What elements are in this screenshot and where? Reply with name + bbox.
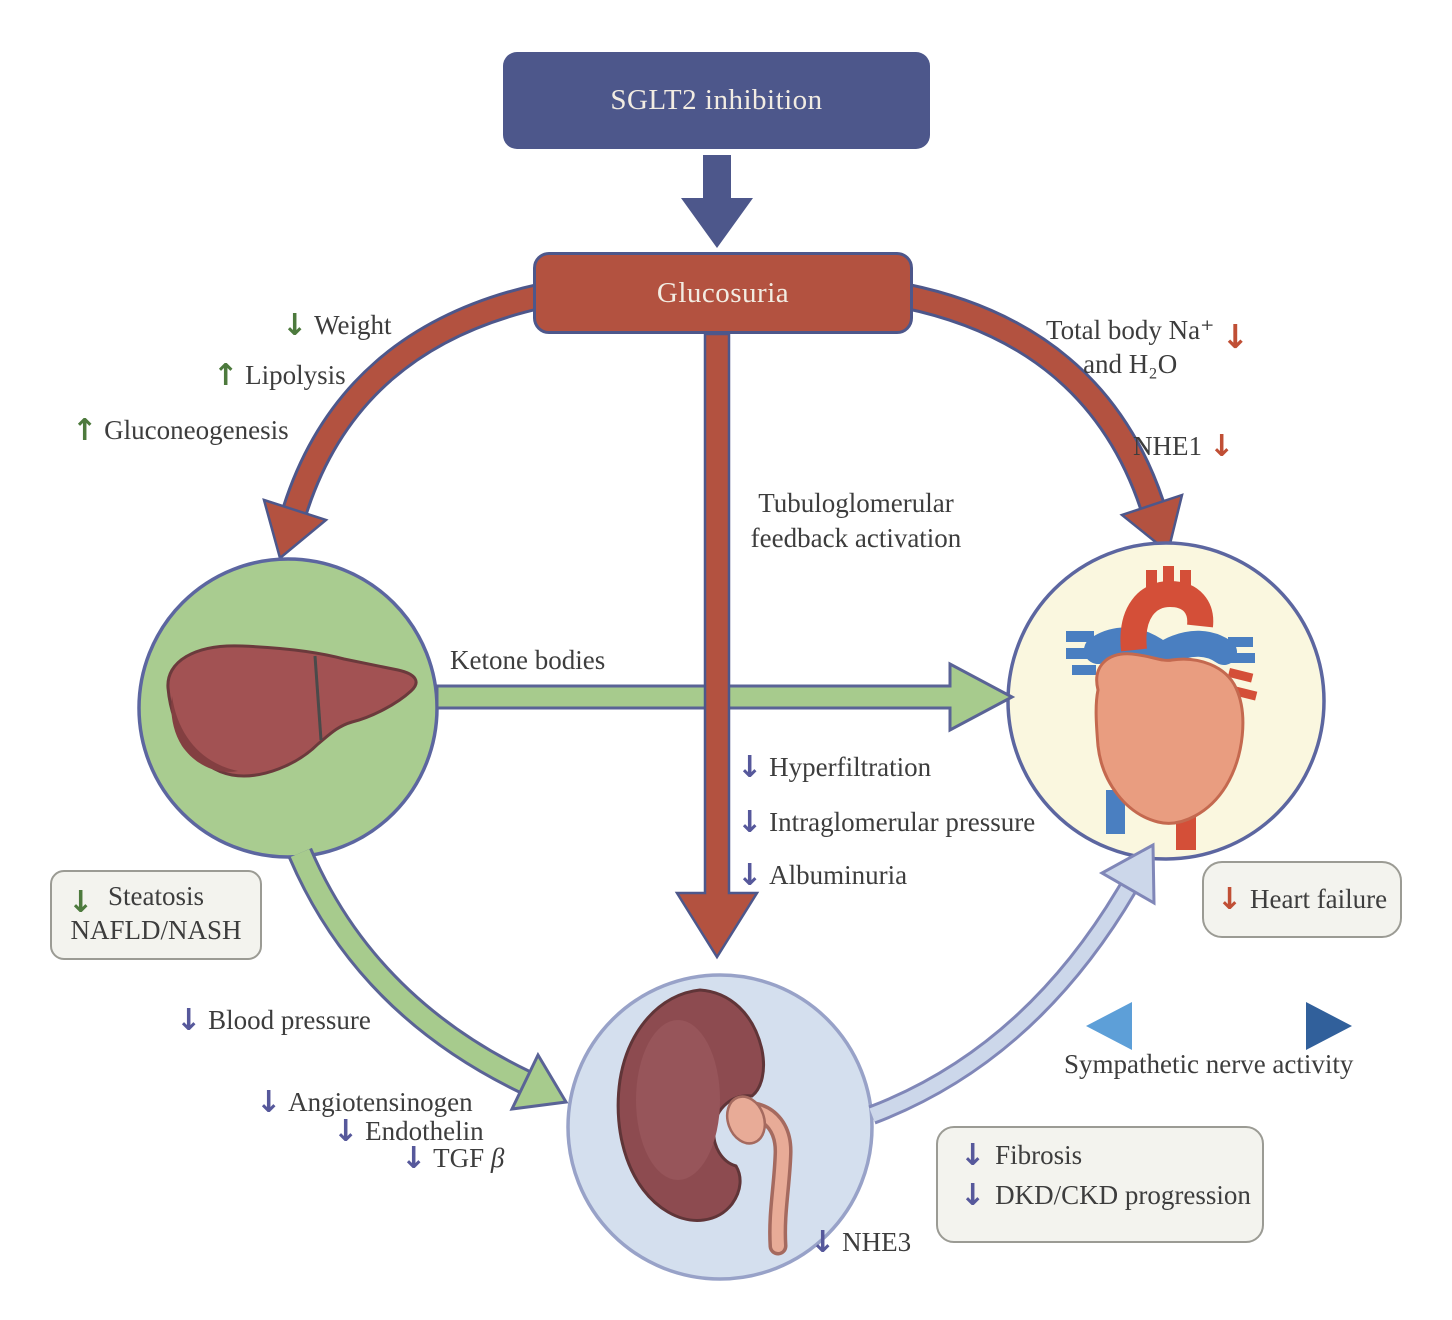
sympathetic-nerve-arrow bbox=[1086, 1002, 1352, 1050]
down-arrow-icon: ↓ bbox=[960, 1177, 986, 1213]
glucosuria-to-heart-arrow bbox=[902, 282, 1184, 555]
fibrosis-text: Fibrosis bbox=[995, 1140, 1083, 1170]
blood-pressure-label: ↓ Blood pressure bbox=[176, 1003, 371, 1038]
nhe3-text: NHE3 bbox=[842, 1227, 912, 1258]
endothelin-label: ↓ Endothelin bbox=[333, 1114, 484, 1149]
steatosis-text: Steatosis NAFLD/NASH bbox=[52, 880, 260, 948]
albuminuria-text: Albuminuria bbox=[769, 860, 908, 891]
glucosuria-box: Glucosuria bbox=[533, 252, 913, 334]
albuminuria-label: ↓ Albuminuria bbox=[737, 858, 908, 893]
tubuloglomerular-feedback-arrow bbox=[674, 332, 760, 960]
sglt2-to-glucosuria-arrow bbox=[681, 155, 753, 248]
intraglomerular-pressure-text: Intraglomerular pressure bbox=[769, 807, 1036, 838]
tubuloglomerular-label: Tubuloglomerular feedback activation bbox=[750, 488, 962, 554]
heart-failure-box: ↓ Heart failure bbox=[1202, 861, 1402, 938]
down-arrow-icon: ↓ bbox=[1209, 429, 1235, 464]
steatosis-line1: Steatosis bbox=[107, 881, 204, 911]
down-arrow-icon: ↓ bbox=[810, 1225, 836, 1260]
down-arrow-icon: ↓ bbox=[176, 1003, 202, 1038]
total-body-sodium-text: Total body Na⁺ and H₂O bbox=[1046, 314, 1214, 382]
total-body-line1: Total body Na⁺ bbox=[1046, 315, 1215, 345]
heart-failure-text: Heart failure bbox=[1249, 884, 1388, 914]
sglt2-inhibition-box: SGLT2 inhibition bbox=[503, 52, 930, 149]
beta-symbol: β bbox=[490, 1143, 505, 1174]
lipolysis-text: Lipolysis bbox=[245, 360, 346, 391]
down-arrow-icon: ↓ bbox=[737, 858, 763, 893]
glucosuria-to-liver-arrow bbox=[262, 282, 544, 561]
nhe1-text: NHE1 bbox=[1133, 431, 1202, 462]
total-body-sodium-label: Total body Na⁺ and H₂O ↓ bbox=[1046, 314, 1249, 382]
down-arrow-icon: ↓ bbox=[1221, 317, 1249, 356]
kidney-to-heart-arrow bbox=[868, 842, 1156, 1125]
kidney-icon bbox=[616, 988, 793, 1256]
sympathetic-nerve-text: Sympathetic nerve activity bbox=[1064, 1049, 1354, 1079]
down-arrow-icon: ↓ bbox=[333, 1114, 359, 1149]
endothelin-text: Endothelin bbox=[365, 1116, 484, 1147]
fibrosis-row: ↓ Fibrosis bbox=[960, 1140, 1262, 1171]
ketone-bodies-label: Ketone bodies bbox=[450, 645, 606, 676]
gluconeogenesis-text: Gluconeogenesis bbox=[104, 415, 289, 446]
ketone-bodies-text: Ketone bodies bbox=[450, 645, 606, 675]
down-arrow-icon: ↓ bbox=[1216, 881, 1242, 917]
down-arrow-icon: ↓ bbox=[256, 1085, 282, 1120]
hyperfiltration-label: ↓ Hyperfiltration bbox=[737, 750, 932, 785]
down-arrow-icon: ↓ bbox=[282, 308, 308, 343]
intraglomerular-pressure-label: ↓ Intraglomerular pressure bbox=[737, 805, 1036, 840]
down-arrow-icon: ↓ bbox=[737, 805, 763, 840]
angiotensinogen-label: ↓ Angiotensinogen bbox=[256, 1085, 473, 1120]
liver-to-kidney-arrow bbox=[288, 847, 569, 1111]
gluconeogenesis-label: ↑ Gluconeogenesis bbox=[72, 413, 289, 448]
tgf-beta-text: TGF β bbox=[433, 1143, 505, 1174]
down-arrow-icon: ↓ bbox=[960, 1137, 986, 1173]
down-arrow-icon: ↓ bbox=[737, 750, 763, 785]
glucosuria-label: Glucosuria bbox=[656, 276, 790, 309]
dkd-progression-row: ↓ DKD/CKD progression bbox=[960, 1180, 1262, 1211]
weight-text: Weight bbox=[314, 310, 392, 341]
sympathetic-nerve-label: Sympathetic nerve activity bbox=[1064, 1049, 1354, 1080]
nhe3-label: ↓ NHE3 bbox=[810, 1225, 912, 1260]
steatosis-line2: NAFLD/NASH bbox=[70, 914, 242, 945]
hyperfiltration-text: Hyperfiltration bbox=[769, 752, 932, 783]
dkd-progression-text: DKD/CKD progression bbox=[995, 1180, 1251, 1210]
blood-pressure-text: Blood pressure bbox=[208, 1005, 371, 1036]
nhe1-label: NHE1 ↓ bbox=[1133, 429, 1235, 464]
tgf-text: TGF bbox=[433, 1143, 485, 1174]
liver-icon bbox=[166, 644, 418, 778]
weight-label: ↓ Weight bbox=[282, 308, 392, 343]
down-arrow-icon: ↓ bbox=[68, 885, 94, 920]
down-arrow-icon: ↓ bbox=[401, 1141, 427, 1176]
up-arrow-icon: ↑ bbox=[213, 358, 239, 393]
tgf-beta-label: ↓ TGF β bbox=[401, 1141, 505, 1176]
angiotensinogen-text: Angiotensinogen bbox=[288, 1087, 473, 1118]
total-body-line2: and H₂O bbox=[1083, 348, 1178, 379]
lipolysis-label: ↑ Lipolysis bbox=[213, 358, 346, 393]
heart-icon bbox=[1066, 566, 1258, 850]
sglt2-inhibition-label: SGLT2 inhibition bbox=[610, 84, 823, 116]
steatosis-box: ↓ Steatosis NAFLD/NASH bbox=[50, 870, 262, 960]
renal-outcomes-box: ↓ Fibrosis ↓ DKD/CKD progression bbox=[936, 1126, 1264, 1243]
up-arrow-icon: ↑ bbox=[72, 413, 98, 448]
